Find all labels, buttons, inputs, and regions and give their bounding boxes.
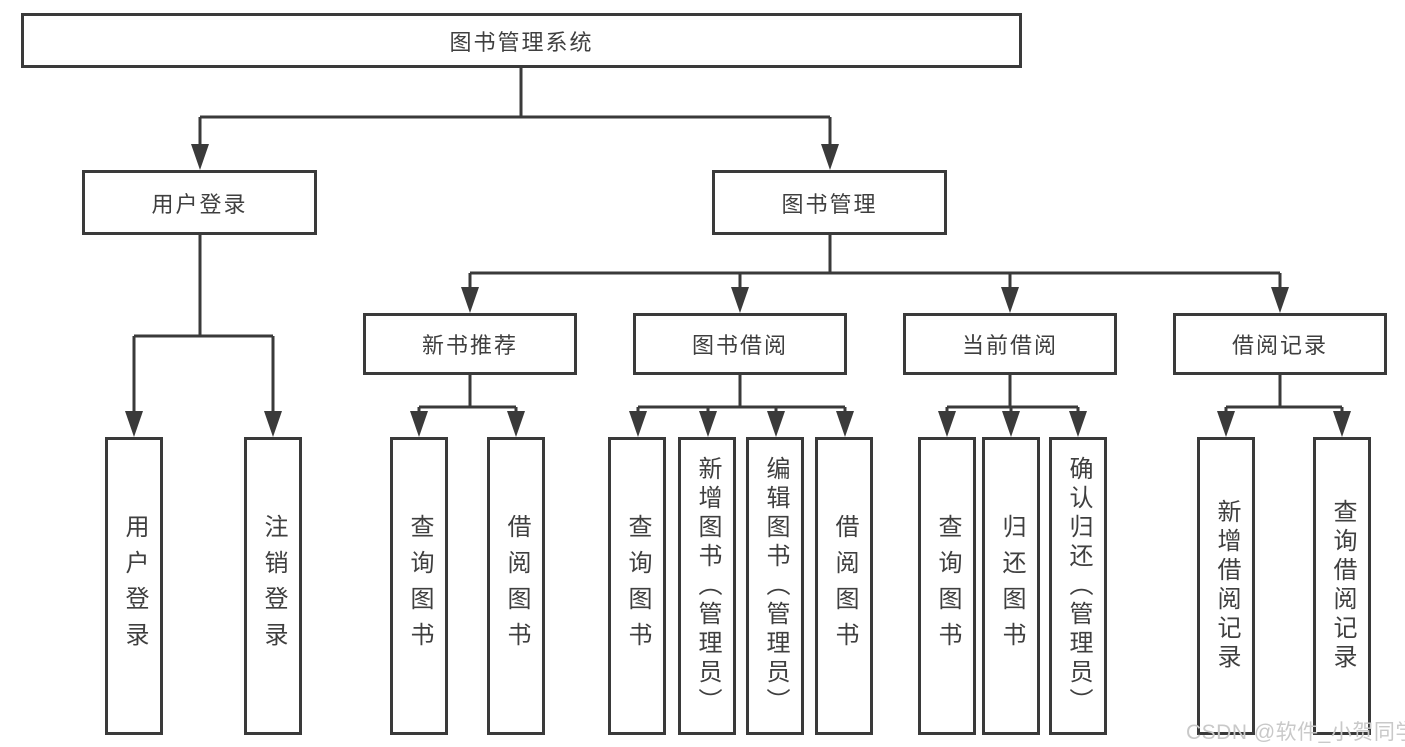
node-current-borrow: 当前借阅 [903,313,1117,375]
leaf-label: 注销登录 [260,514,287,658]
leaf-label: 查询借阅记录 [1329,499,1356,673]
leaf-br-add-record: 新增借阅记录 [1197,437,1255,735]
leaf-bb-query-books: 查询图书 [608,437,666,735]
leaf-bb-borrow-books: 借阅图书 [815,437,873,735]
leaf-label: 新增图书（管理员） [694,455,721,717]
node-book-management: 图书管理 [712,170,947,235]
arrowheads [125,144,1351,437]
watermark: CSDN @软件_小贺同学 [1186,721,1405,744]
leaf-logout: 注销登录 [244,437,302,735]
leaf-label: 查询图书 [934,514,961,658]
leaf-nb-borrow-books: 借阅图书 [487,437,545,735]
node-borrow-records: 借阅记录 [1173,313,1387,375]
leaf-cb-confirm-return-admin: 确认归还（管理员） [1049,437,1107,735]
node-user-login: 用户登录 [82,170,317,235]
node-root: 图书管理系统 [21,13,1022,68]
leaf-br-query-record: 查询借阅记录 [1313,437,1371,735]
leaf-label: 借阅图书 [831,514,858,658]
node-new-book-recommend: 新书推荐 [363,313,577,375]
leaf-label: 新增借阅记录 [1213,499,1240,673]
leaf-label: 确认归还（管理员） [1065,455,1092,717]
leaf-label: 用户登录 [121,514,148,658]
leaf-user-login: 用户登录 [105,437,163,735]
leaf-cb-query-books: 查询图书 [918,437,976,735]
node-book-borrow: 图书借阅 [633,313,847,375]
leaf-cb-return-books: 归还图书 [982,437,1040,735]
leaf-label: 查询图书 [406,514,433,658]
leaf-bb-edit-book-admin: 编辑图书（管理员） [746,437,804,735]
leaf-label: 借阅图书 [503,514,530,658]
leaf-label: 查询图书 [624,514,651,658]
leaf-nb-query-books: 查询图书 [390,437,448,735]
leaf-bb-add-book-admin: 新增图书（管理员） [678,437,736,735]
leaf-label: 归还图书 [998,514,1025,658]
leaf-label: 编辑图书（管理员） [762,455,789,717]
